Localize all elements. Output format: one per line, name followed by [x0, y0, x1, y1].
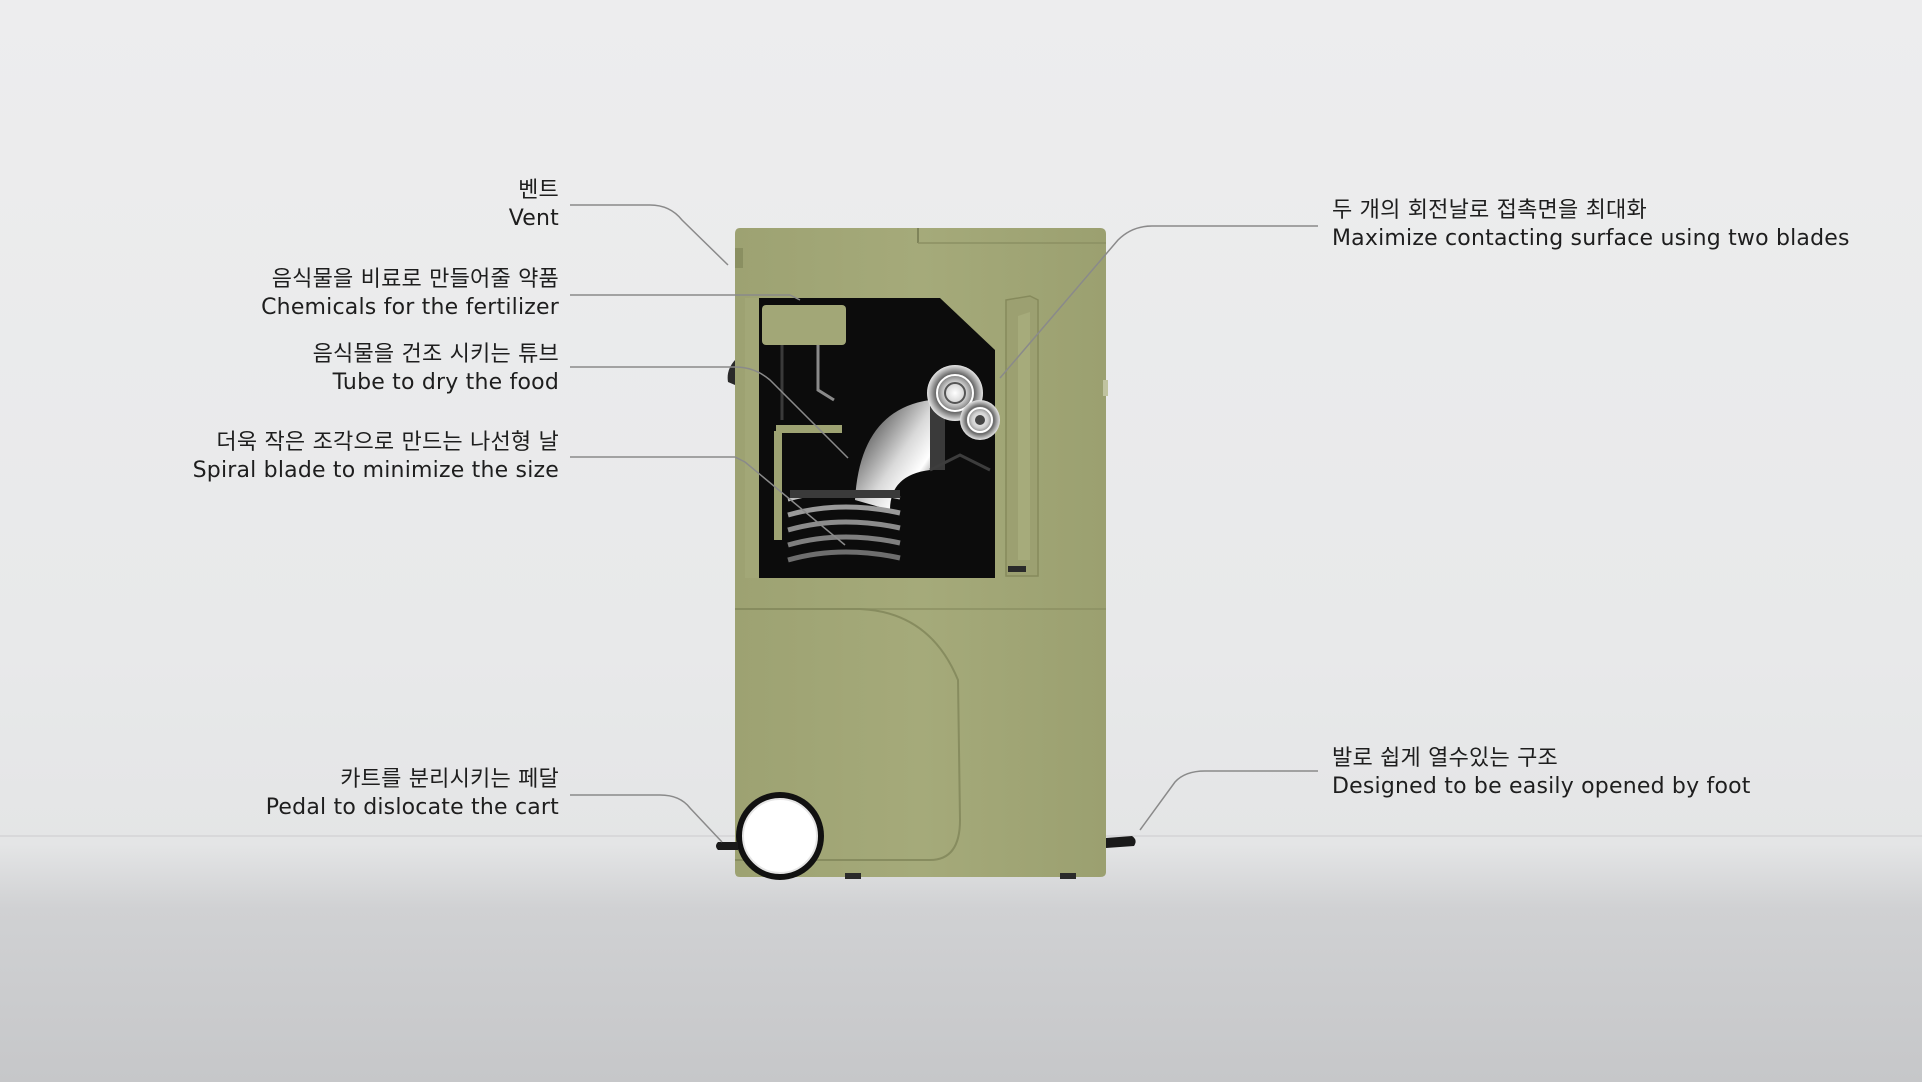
rotating-blades: [927, 365, 1000, 472]
callout-blades-ko: 두 개의 회전날로 접촉면을 최대화: [1332, 198, 1647, 223]
callout-foot-en: Designed to be easily opened by foot: [1332, 774, 1751, 799]
callout-blades-en: Maximize contacting surface using two bl…: [1332, 226, 1850, 251]
leader-lines: [570, 204, 1318, 843]
leader-spiral: [570, 456, 846, 546]
callout-chemicals: 음식물을 비료로 만들어줄 약품 Chemicals for the ferti…: [261, 266, 559, 322]
callout-blades: 두 개의 회전날로 접촉면을 최대화 Maximize contacting s…: [1332, 197, 1850, 253]
leader-chemicals: [570, 294, 801, 301]
callout-spiral: 더욱 작은 조각으로 만드는 나선형 날 Spiral blade to min…: [193, 429, 559, 485]
leader-vent: [570, 204, 729, 266]
leader-pedal: [570, 794, 723, 843]
callout-pedal: 카트를 분리시키는 페달 Pedal to dislocate the cart: [266, 766, 559, 822]
leader-tube: [570, 366, 849, 459]
callout-pedal-en: Pedal to dislocate the cart: [265, 795, 559, 820]
callout-spiral-ko: 더욱 작은 조각으로 만드는 나선형 날: [216, 430, 559, 455]
callout-chemicals-ko: 음식물을 비료로 만들어줄 약품: [271, 267, 559, 292]
callout-spiral-en: Spiral blade to minimize the size: [192, 458, 559, 483]
callout-foot: 발로 쉽게 열수있는 구조 Designed to be easily open…: [1332, 745, 1751, 801]
spiral-blade: [787, 490, 901, 563]
callout-vent: 벤트 Vent: [509, 177, 559, 233]
interior-cutaway: [745, 295, 1039, 578]
drying-tube: [855, 400, 930, 510]
callout-chemicals-en: Chemicals for the fertilizer: [261, 295, 559, 320]
chemical-box: [762, 305, 846, 345]
callout-foot-ko: 발로 쉽게 열수있는 구조: [1332, 746, 1558, 771]
callout-tube-ko: 음식물을 건조 시키는 튜브: [312, 342, 559, 367]
foot-pedal: [1106, 836, 1136, 848]
leader-foot: [1139, 770, 1318, 831]
callout-vent-en: Vent: [508, 206, 559, 231]
wheel: [736, 792, 824, 880]
callout-tube: 음식물을 건조 시키는 튜브 Tube to dry the food: [313, 341, 559, 397]
leader-blades: [999, 225, 1318, 379]
pedal-left: [716, 842, 738, 850]
callout-vent-ko: 벤트: [518, 178, 559, 203]
callout-pedal-ko: 카트를 분리시키는 페달: [340, 767, 559, 792]
callout-tube-en: Tube to dry the food: [332, 370, 559, 395]
